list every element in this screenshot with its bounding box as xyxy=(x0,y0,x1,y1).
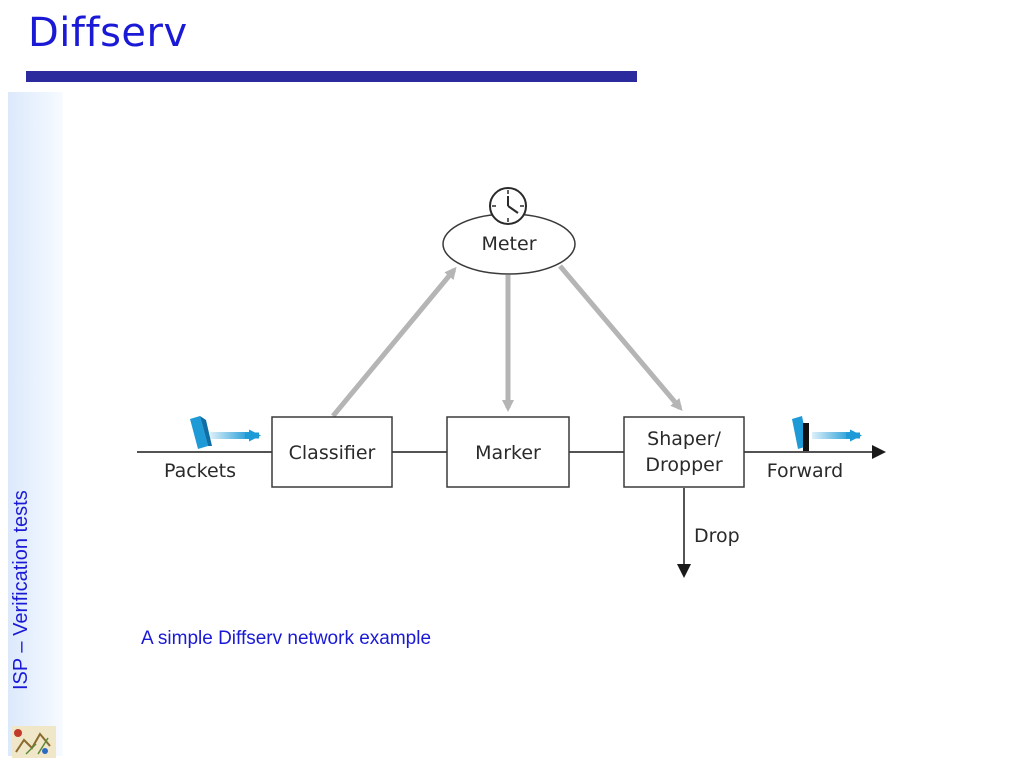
shaper-label-line2: Dropper xyxy=(645,454,722,476)
slide-title: Diffserv xyxy=(28,10,188,56)
packet-icon xyxy=(190,416,261,449)
marker-box xyxy=(446,416,570,488)
drop-label: Drop xyxy=(694,525,740,547)
packet-icon xyxy=(792,416,862,451)
sidebar-band xyxy=(8,92,63,756)
packets-label: Packets xyxy=(164,460,236,482)
logo-icon xyxy=(12,726,56,758)
shaper-dropper-box xyxy=(623,416,745,488)
classifier-label: Classifier xyxy=(289,442,376,464)
meter-label: Meter xyxy=(481,233,536,255)
classifier-to-meter-arrow xyxy=(331,266,457,418)
clock-icon xyxy=(489,187,527,225)
forward-label: Forward xyxy=(767,460,843,482)
shaper-label-line1: Shaper/ xyxy=(647,428,721,450)
meter-to-shaper-arrow xyxy=(558,264,683,412)
diagram-caption: A simple Diffserv network example xyxy=(141,628,432,649)
title-rule xyxy=(26,71,637,82)
classifier-box xyxy=(271,416,393,488)
marker-label: Marker xyxy=(475,442,541,464)
